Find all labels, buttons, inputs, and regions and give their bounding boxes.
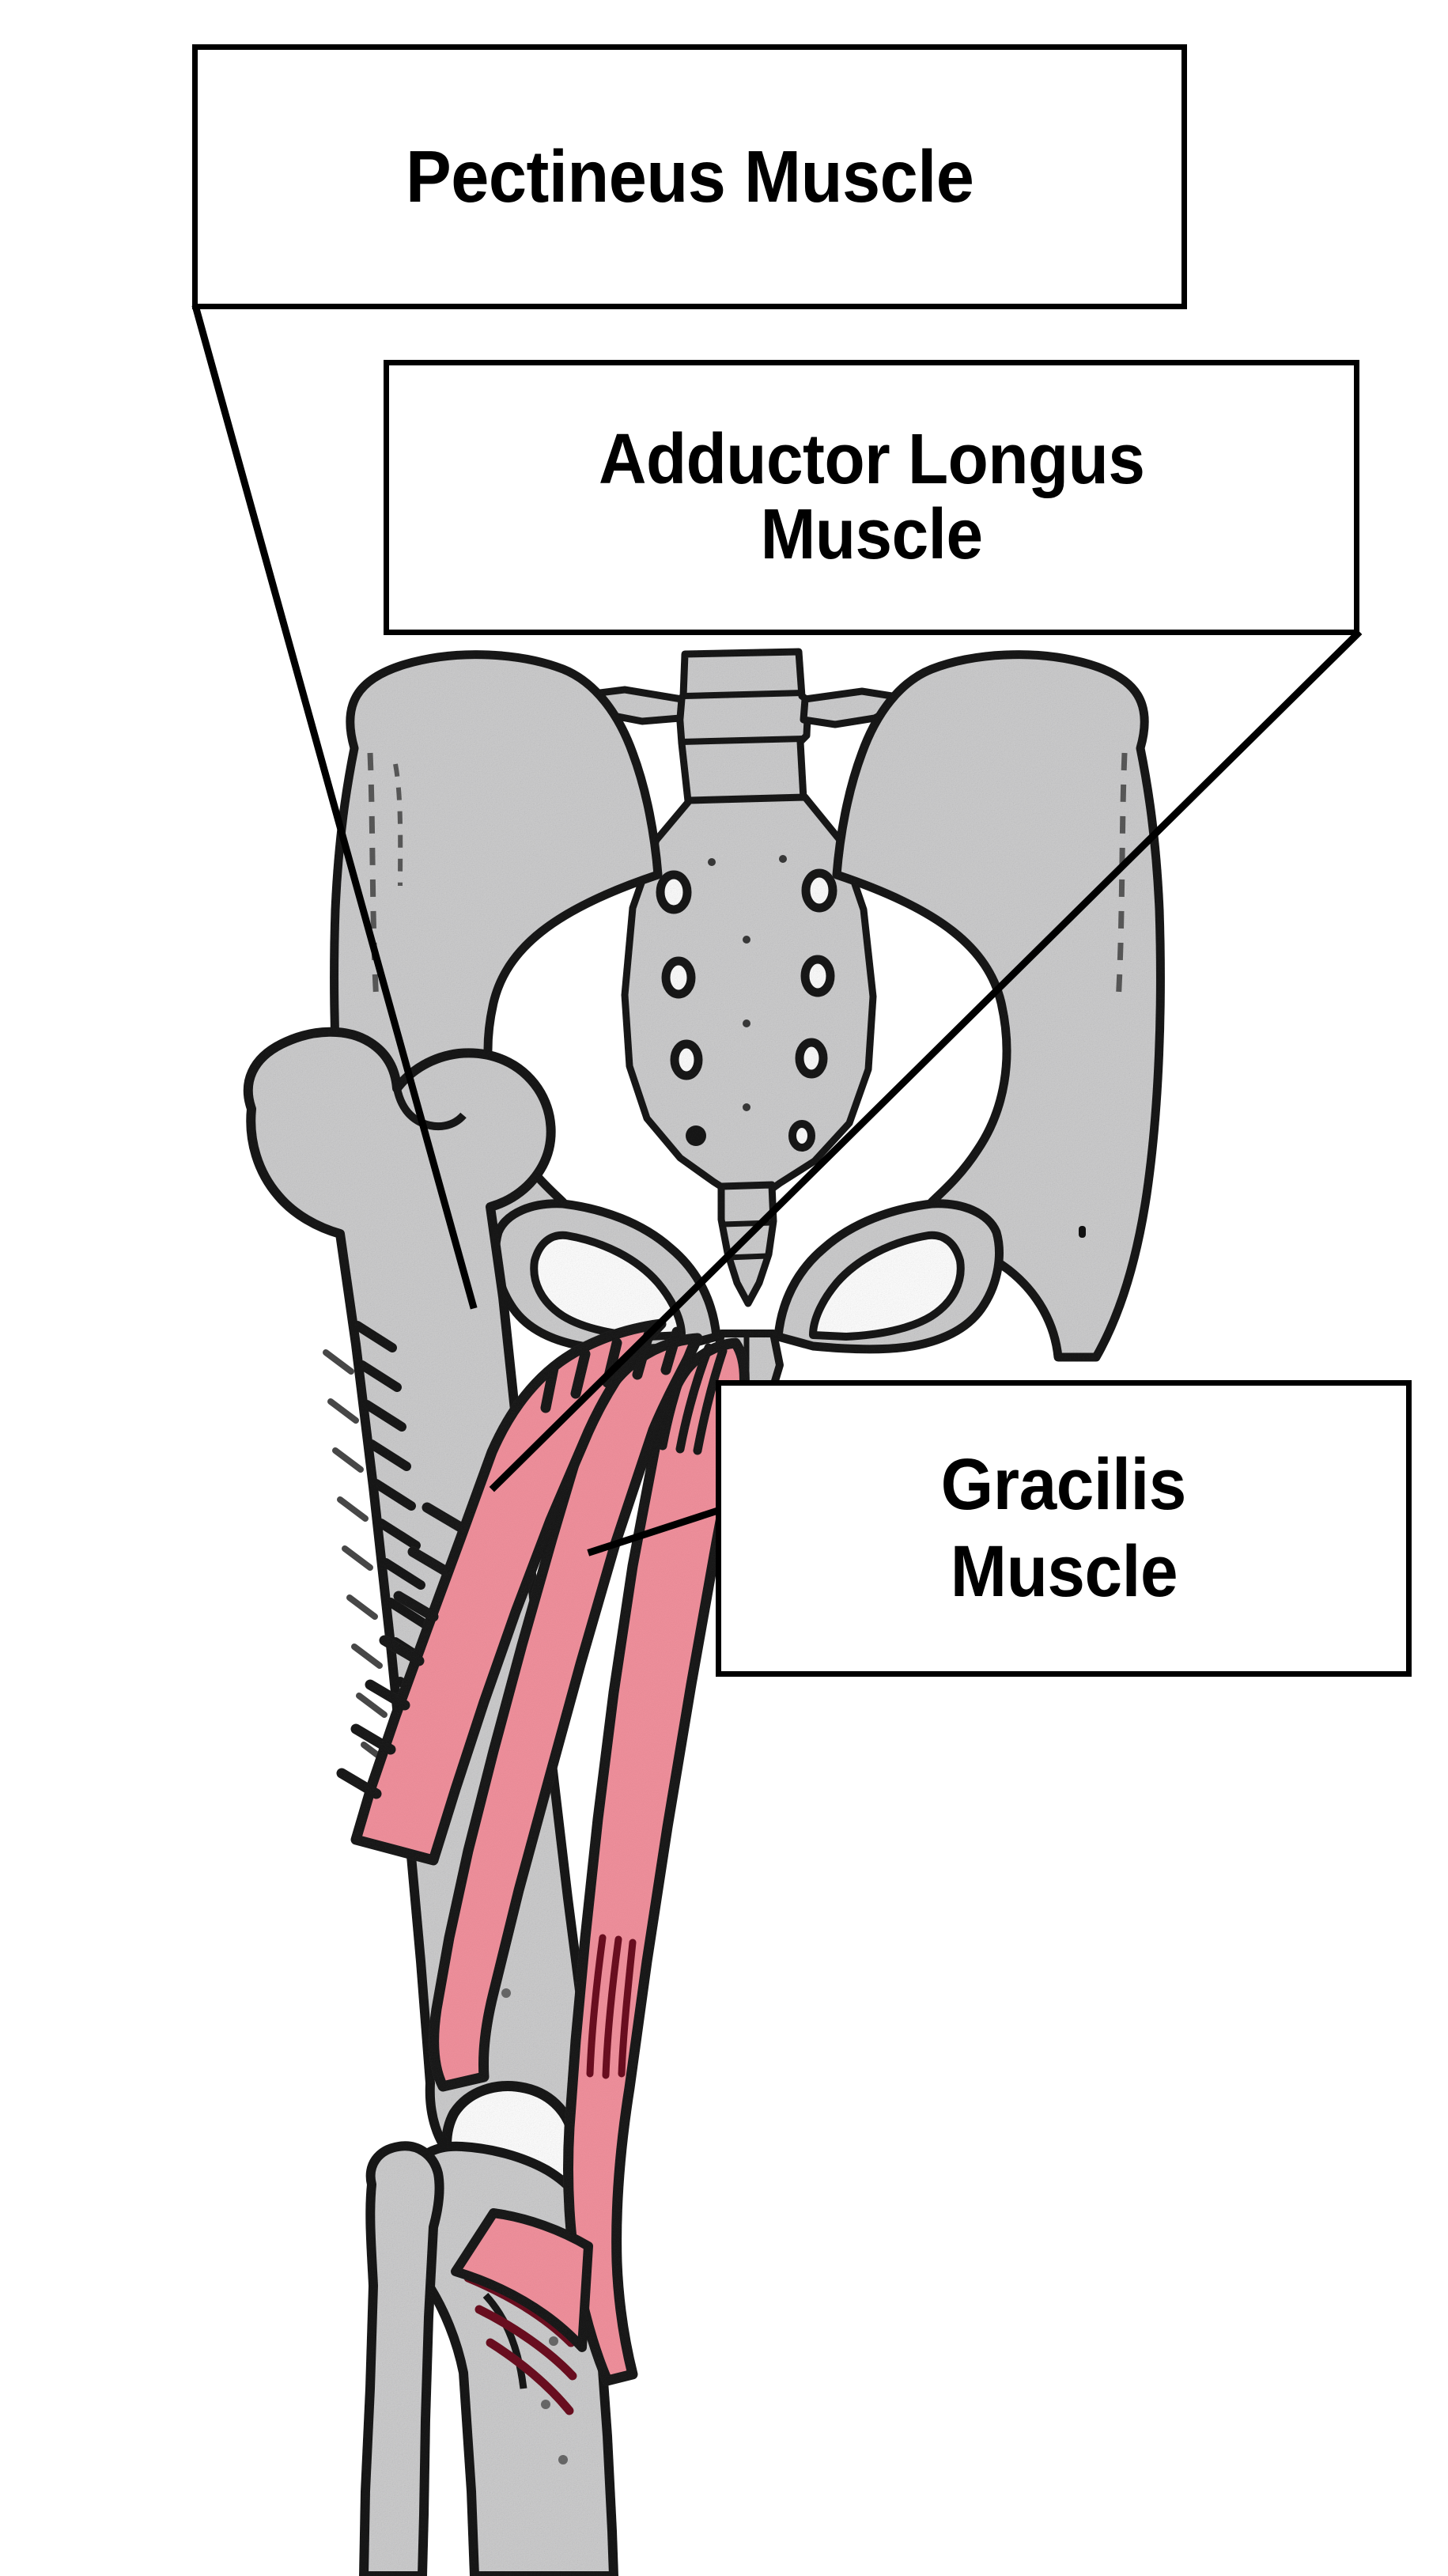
label-adductor-longus-line-1: Adductor Longus [598, 419, 1145, 499]
ilium-right [832, 650, 1165, 1362]
lumbar-vertebra [578, 648, 899, 805]
label-pectineus-line-1: Pectineus Muscle [405, 135, 974, 218]
sacrum [621, 793, 877, 1200]
label-box-gracilis[interactable]: Gracilis Muscle [716, 1380, 1412, 1677]
label-adductor-longus-line-2: Muscle [760, 495, 983, 574]
leader-lines [191, 304, 1363, 1557]
label-gracilis-line-1: Gracilis [940, 1443, 1187, 1525]
ink-speck-mark [1079, 1226, 1086, 1238]
label-box-adductor-longus[interactable]: Adductor Longus Muscle [384, 360, 1359, 635]
leader-line-gracilis [587, 1502, 735, 1557]
label-gracilis-line-2: Muscle [950, 1530, 1178, 1612]
fibula [359, 2141, 444, 2576]
coccyx [717, 1181, 777, 1307]
pubis-ischium-left [491, 1199, 721, 1354]
pubis-ischium-right [773, 1199, 1004, 1354]
adductor-muscle-group [336, 1318, 750, 2415]
leader-line-adductor-longus [489, 629, 1363, 1492]
pectineus-muscle [350, 1318, 667, 1866]
leader-line-pectineus [191, 304, 478, 1310]
label-box-pectineus[interactable]: Pectineus Muscle [192, 44, 1187, 309]
